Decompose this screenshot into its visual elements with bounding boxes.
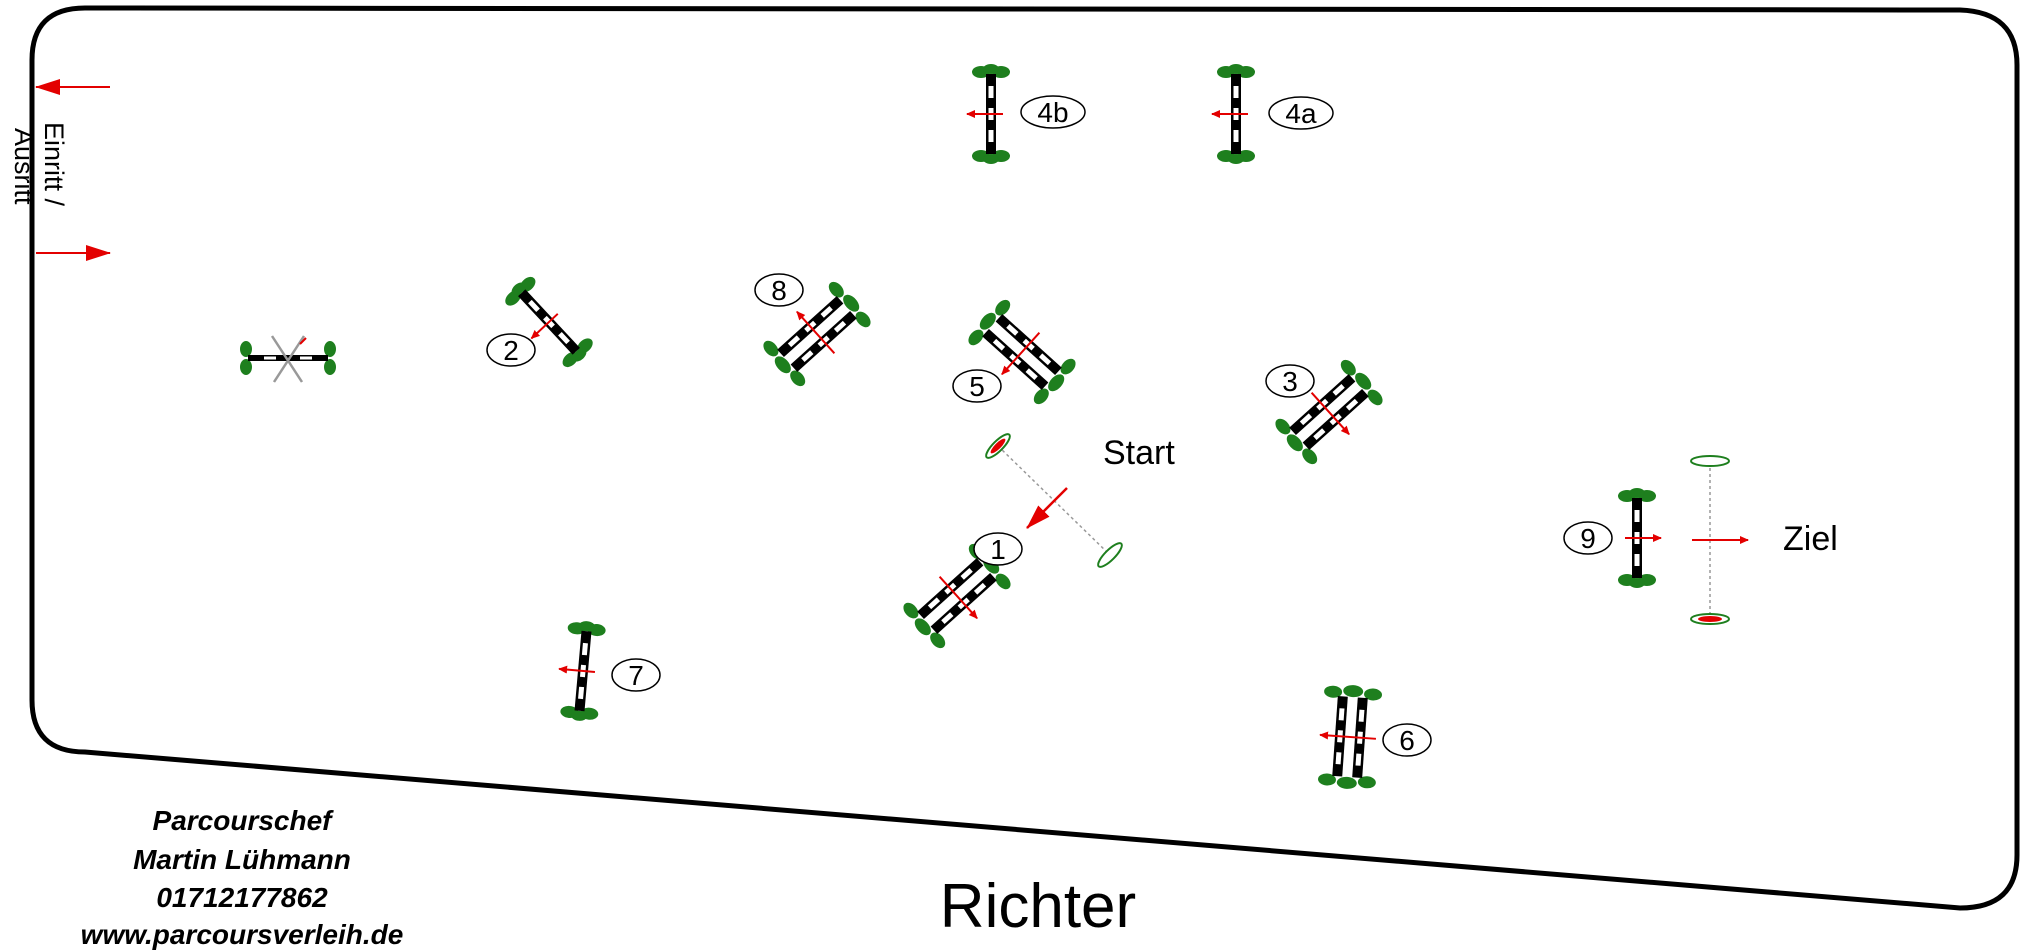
obstacle-5-label: 5: [969, 371, 985, 402]
obstacle-4b-label: 4b: [1037, 97, 1068, 128]
arena-boundary: [29, 5, 2020, 911]
obstacle-6-label: 6: [1399, 725, 1415, 756]
obstacle-9-label: 9: [1580, 523, 1596, 554]
credits-line-3: 01712177862: [156, 882, 328, 913]
credits-line-1: Parcourschef: [153, 805, 335, 836]
finish-line: Ziel: [1690, 455, 1838, 625]
entry-label: Einritt /: [39, 122, 69, 207]
exit-label: Ausritt: [9, 128, 39, 205]
obstacle-9: 9: [1563, 488, 1661, 588]
obstacle-8: 8: [754, 273, 875, 390]
obstacle-4a-label: 4a: [1285, 98, 1317, 129]
obstacle-4b: 4b: [967, 64, 1086, 164]
course-designer-credits: Parcourschef Martin Lühmann 01712177862 …: [81, 805, 404, 950]
obstacle-8-label: 8: [771, 275, 787, 306]
start-line: Start: [985, 433, 1175, 568]
crossed-fence: [240, 335, 336, 383]
entry-exit-marker: Einritt / Ausritt: [9, 79, 111, 261]
obstacle-1-label: 1: [990, 534, 1006, 565]
obstacle-3-label: 3: [1282, 366, 1298, 397]
obstacle-1: 1: [899, 532, 1023, 653]
start-label: Start: [1103, 434, 1175, 472]
credits-line-4: www.parcoursverleih.de: [81, 919, 404, 950]
obstacle-4a: 4a: [1212, 64, 1334, 164]
judge-label: Richter: [940, 872, 1136, 941]
obstacle-7-label: 7: [628, 660, 644, 691]
credits-line-2: Martin Lühmann: [133, 844, 351, 875]
obstacle-7: 7: [555, 619, 661, 722]
finish-label: Ziel: [1783, 520, 1838, 558]
obstacle-3: 3: [1265, 356, 1388, 469]
obstacle-2: 2: [486, 272, 597, 374]
obstacle-6: 6: [1316, 683, 1432, 791]
obstacle-2-label: 2: [503, 335, 519, 366]
obstacle-5: 5: [952, 296, 1080, 409]
